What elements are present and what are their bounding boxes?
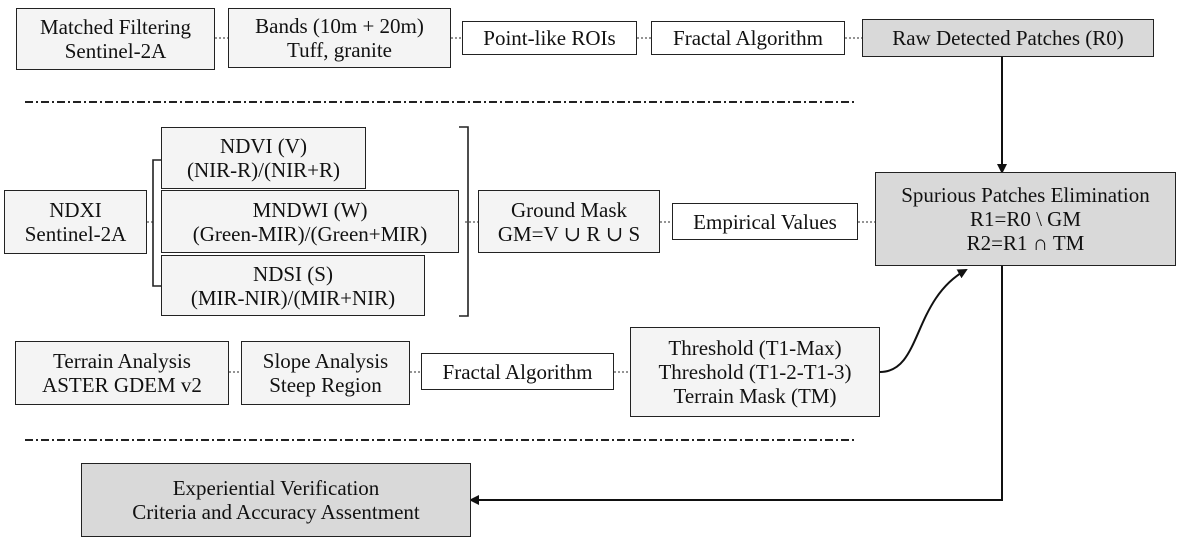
ndsi-line-2: (MIR-NIR)/(MIR+NIR) bbox=[190, 285, 396, 310]
fractal-top-label: Fractal Algorithm bbox=[673, 26, 823, 50]
verification-line-1: Experiential Verification bbox=[172, 476, 380, 500]
slope-analysis-box: Slope Analysis Steep Region bbox=[241, 341, 410, 405]
threshold-line-3: Terrain Mask (TM) bbox=[673, 384, 837, 408]
spurious-line-2: R1=R0 \ GM bbox=[969, 207, 1082, 231]
left-bracket bbox=[152, 159, 161, 287]
matched-filtering-box: Matched Filtering Sentinel-2A bbox=[16, 8, 215, 70]
ndsi-line-1: NDSI (S) bbox=[253, 261, 333, 286]
ndvi-box: NDVI (V) (NIR-R)/(NIR+R) bbox=[161, 127, 366, 189]
threshold-line-2: Threshold (T1-2-T1-3) bbox=[658, 360, 852, 384]
ground-mask-line-1: Ground Mask bbox=[510, 197, 628, 222]
mndwi-box: MNDWI (W) (Green-MIR)/(Green+MIR) bbox=[161, 190, 459, 253]
ndxi-line-2: Sentinel-2A bbox=[24, 222, 127, 246]
verification-line-2: Criteria and Accuracy Assentment bbox=[132, 500, 420, 524]
ndvi-line-1: NDVI (V) bbox=[220, 134, 307, 158]
empirical-values-box: Empirical Values bbox=[672, 203, 858, 240]
bands-line-2: Tuff, granite bbox=[287, 38, 392, 62]
ndxi-line-1: NDXI bbox=[49, 198, 102, 222]
bands-box: Bands (10m + 20m) Tuff, granite bbox=[228, 8, 451, 68]
spurious-line-3: R2=R1 ∩ TM bbox=[966, 231, 1085, 255]
slope-line-1: Slope Analysis bbox=[262, 349, 389, 373]
raw-patches-box: Raw Detected Patches (R0) bbox=[862, 19, 1154, 57]
ground-mask-box: Ground Mask GM=V ∪ R ∪ S bbox=[478, 190, 660, 253]
ndxi-box: NDXI Sentinel-2A bbox=[4, 190, 147, 254]
fractal-bottom-label: Fractal Algorithm bbox=[442, 359, 593, 384]
mndwi-line-2: (Green-MIR)/(Green+MIR) bbox=[192, 221, 428, 246]
terrain-line-2: ASTER GDEM v2 bbox=[42, 373, 202, 397]
arrow-spurious-to-verification bbox=[469, 266, 1003, 505]
bands-line-1: Bands (10m + 20m) bbox=[255, 14, 424, 38]
ndsi-box: NDSI (S) (MIR-NIR)/(MIR+NIR) bbox=[161, 255, 425, 316]
terrain-analysis-box: Terrain Analysis ASTER GDEM v2 bbox=[15, 341, 229, 405]
point-rois-label: Point-like ROIs bbox=[483, 26, 616, 50]
empirical-values-label: Empirical Values bbox=[693, 209, 837, 234]
mndwi-line-1: MNDWI (W) bbox=[252, 197, 368, 222]
arrow-threshold-to-spurious bbox=[879, 269, 968, 373]
raw-patches-label: Raw Detected Patches (R0) bbox=[892, 26, 1124, 50]
matched-filtering-line-2: Sentinel-2A bbox=[64, 39, 167, 63]
ground-mask-line-2: GM=V ∪ R ∪ S bbox=[497, 221, 641, 246]
spurious-elimination-box: Spurious Patches Elimination R1=R0 \ GM … bbox=[875, 172, 1176, 266]
fractal-top-box: Fractal Algorithm bbox=[651, 21, 845, 55]
matched-filtering-line-1: Matched Filtering bbox=[39, 15, 192, 39]
threshold-line-1: Threshold (T1-Max) bbox=[668, 336, 842, 360]
right-bracket bbox=[459, 126, 469, 317]
fractal-bottom-box: Fractal Algorithm bbox=[421, 353, 614, 390]
ndvi-line-2: (NIR-R)/(NIR+R) bbox=[187, 158, 340, 182]
slope-line-2: Steep Region bbox=[269, 373, 382, 397]
verification-box: Experiential Verification Criteria and A… bbox=[81, 463, 471, 537]
terrain-line-1: Terrain Analysis bbox=[53, 349, 191, 373]
spurious-line-1: Spurious Patches Elimination bbox=[901, 183, 1150, 207]
threshold-box: Threshold (T1-Max) Threshold (T1-2-T1-3)… bbox=[630, 327, 880, 417]
point-rois-box: Point-like ROIs bbox=[462, 21, 637, 55]
